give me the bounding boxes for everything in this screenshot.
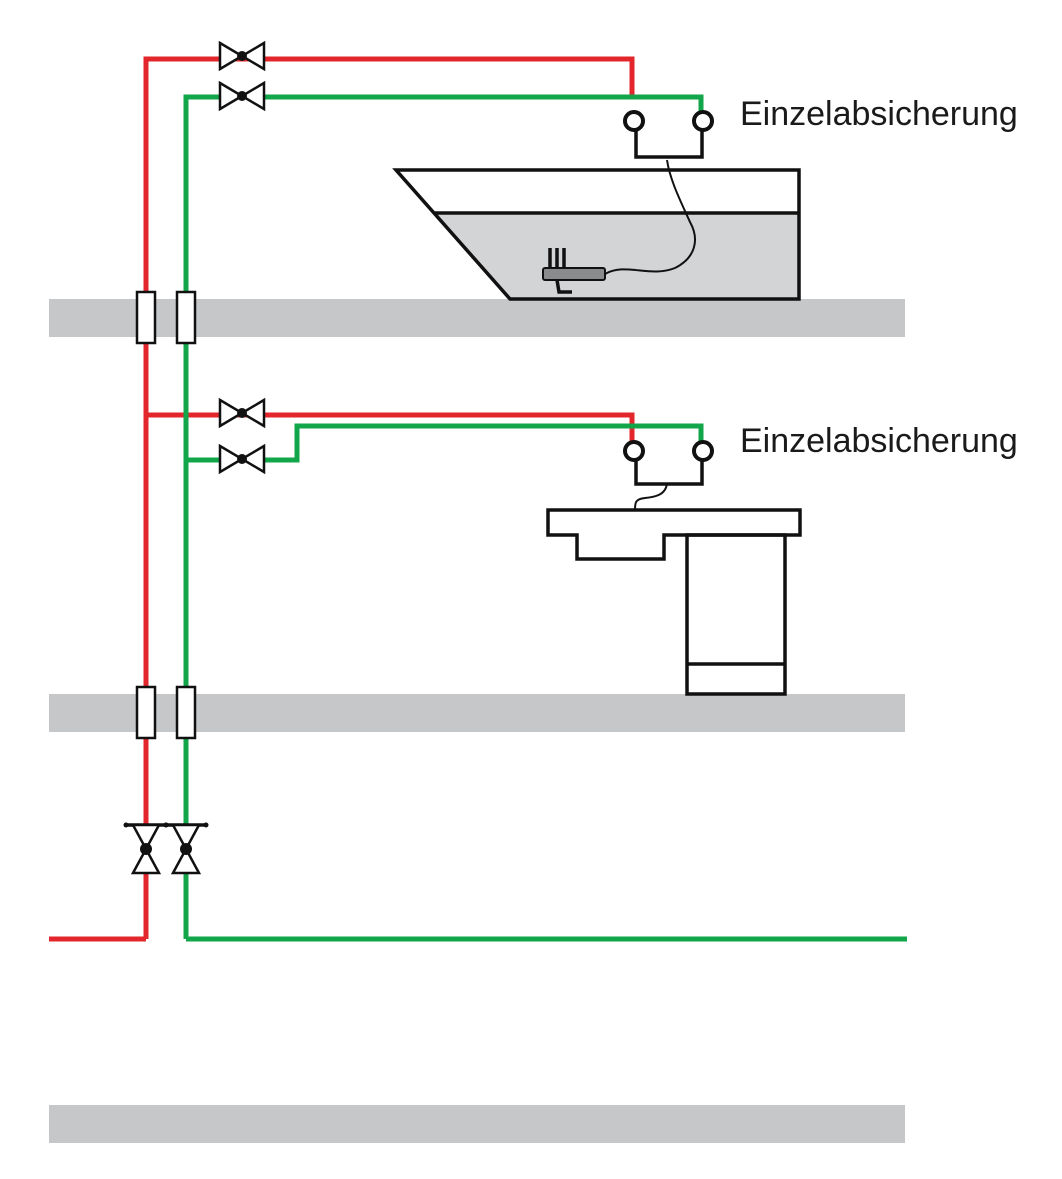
tap-upper-cold-icon xyxy=(692,110,714,132)
vertical-valves xyxy=(123,822,209,875)
bathtub-water xyxy=(434,213,799,299)
valve-cold-main-icon xyxy=(163,822,209,875)
hot-branch-lower xyxy=(146,412,635,443)
bathtub-outline xyxy=(392,168,801,301)
hot-water-pipes xyxy=(49,56,635,942)
tub-heater-foot xyxy=(555,279,572,294)
cabinet-body xyxy=(685,533,787,696)
valve-cold-upper-icon xyxy=(218,80,266,112)
sleeve-cold-upper xyxy=(175,290,197,345)
washbasin-cabinet xyxy=(546,482,802,696)
tub-heater-cable xyxy=(604,159,696,275)
tap-lower-bracket xyxy=(634,459,704,486)
tap-fitting-lower xyxy=(623,440,714,486)
tap-fitting-upper xyxy=(623,110,714,159)
basin-cable xyxy=(634,482,668,511)
sleeve-hot-middle xyxy=(135,685,157,740)
horizontal-valves xyxy=(218,40,266,475)
tub-heater-device xyxy=(542,267,606,281)
valve-hot-main-icon xyxy=(123,822,169,875)
tap-lower-hot-icon xyxy=(623,440,645,462)
tap-lower-cold-icon xyxy=(692,440,714,462)
floor-slab-bottom xyxy=(49,1105,905,1143)
cold-riser xyxy=(183,94,704,939)
bathtub xyxy=(392,159,801,301)
valve-hot-lower-icon xyxy=(218,397,266,429)
tap-upper-hot-icon xyxy=(623,110,645,132)
washbasin-countertop xyxy=(546,508,802,561)
hot-riser xyxy=(143,56,635,939)
tap-upper-bracket xyxy=(634,130,704,159)
sleeve-hot-upper xyxy=(135,290,157,345)
lower-fixture-label: Einzelabsicherung xyxy=(740,422,1018,460)
valve-cold-lower-icon xyxy=(218,443,266,475)
sleeve-cold-middle xyxy=(175,685,197,740)
upper-fixture-label: Einzelabsicherung xyxy=(740,95,1018,133)
pipe-sleeves xyxy=(135,290,197,740)
valve-hot-upper-icon xyxy=(218,40,266,72)
